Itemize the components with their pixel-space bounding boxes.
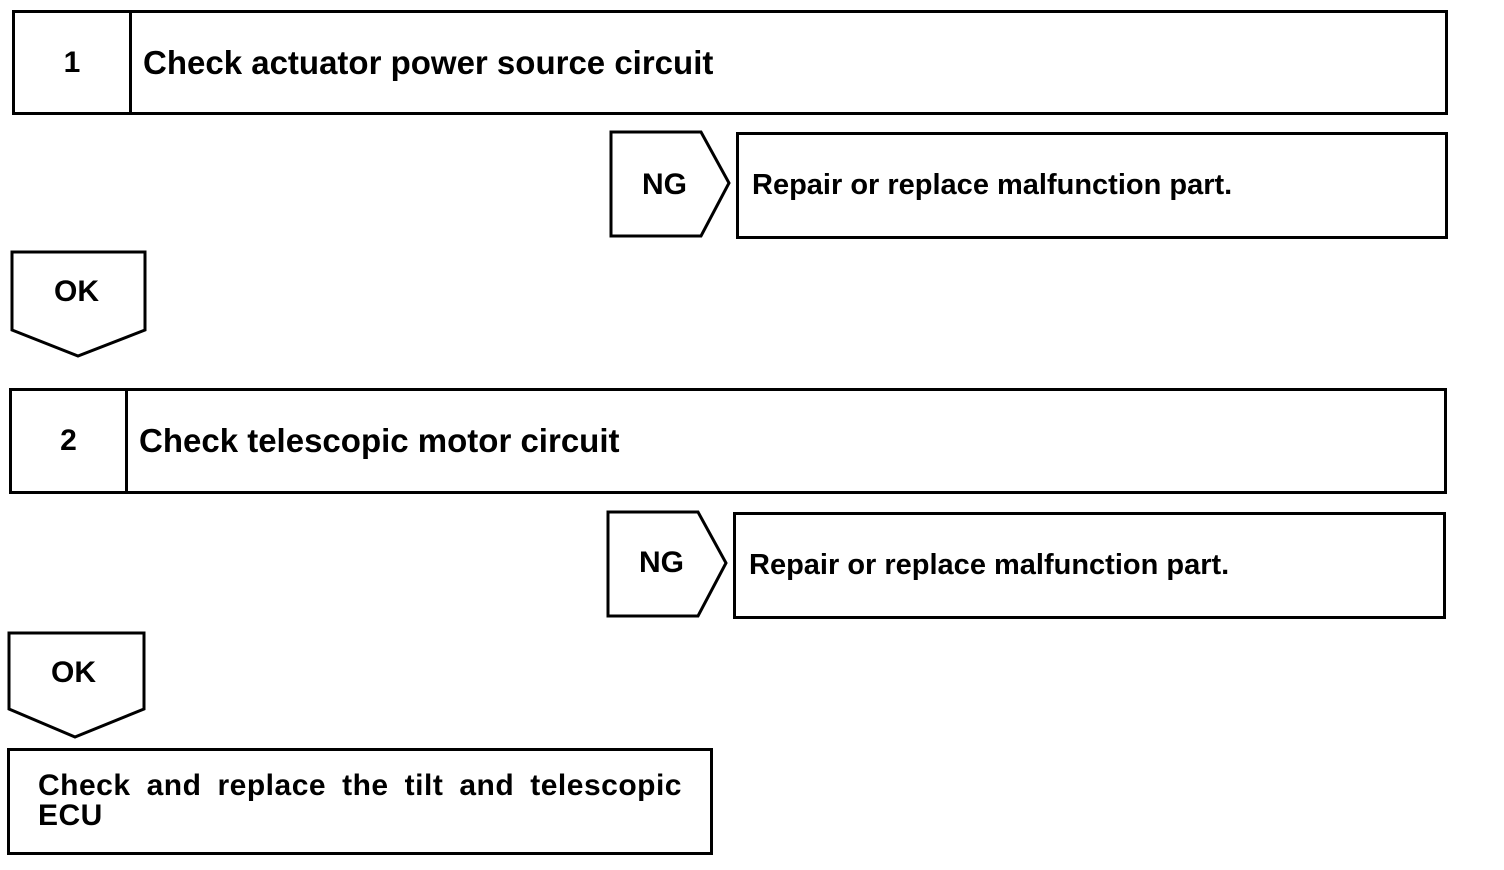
step-1-ng-action-box: Repair or replace malfunction part. — [736, 132, 1448, 239]
step-1-ng-arrow: NG — [609, 130, 731, 238]
step-1-title: Check actuator power source circuit — [143, 43, 714, 81]
step-2-ng-action: Repair or replace malfunction part. — [749, 549, 1230, 581]
step-2-ng-action-box: Repair or replace malfunction part. — [733, 512, 1446, 619]
final-action-text: Check and replace the tilt and telescopi… — [38, 769, 682, 832]
step-2-ng-arrow: NG — [606, 510, 728, 618]
ng-arrow-shape — [606, 510, 728, 618]
ng-arrow-shape — [609, 130, 731, 238]
step-2-title: Check telescopic motor circuit — [139, 422, 620, 459]
ok-arrow-shape — [7, 631, 146, 739]
step-1-box: 1 Check actuator power source circuit — [12, 10, 1448, 115]
step-2-ok-label: OK — [51, 656, 96, 689]
step-1-ng-label: NG — [642, 168, 687, 201]
step-1-number: 1 — [15, 13, 132, 112]
step-2-box: 2 Check telescopic motor circuit — [9, 388, 1447, 494]
final-action-box: Check and replace the tilt and telescopi… — [7, 748, 713, 855]
step-2-ok-arrow: OK — [7, 631, 147, 741]
step-2-number: 2 — [12, 391, 128, 491]
step-1-ok-arrow: OK — [10, 250, 148, 360]
step-2-ng-label: NG — [639, 546, 684, 579]
step-1-ng-action: Repair or replace malfunction part. — [752, 169, 1233, 201]
ok-arrow-shape — [10, 250, 147, 358]
step-1-ok-label: OK — [54, 275, 99, 308]
